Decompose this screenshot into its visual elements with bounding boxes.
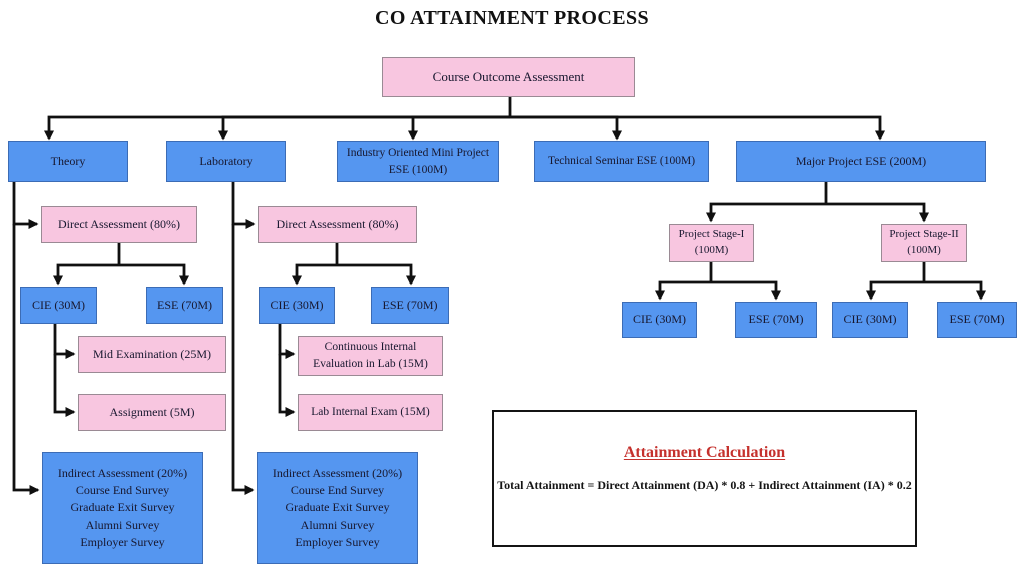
node-laboratory: Laboratory (166, 141, 286, 182)
node-mid-examination: Mid Examination (25M) (78, 336, 226, 373)
lab-indirect-line2: Course End Survey (290, 482, 385, 497)
theory-indirect-line5: Employer Survey (80, 535, 165, 550)
node-stage1-ese: ESE (70M) (735, 302, 817, 338)
node-stage1-cie: CIE (30M) (622, 302, 697, 338)
node-major-project: Major Project ESE (200M) (736, 141, 986, 182)
node-theory-cie: CIE (30M) (20, 287, 97, 324)
lab-indirect-line4: Alumni Survey (300, 517, 375, 532)
mini-project-line2: ESE (100M) (388, 163, 448, 176)
theory-indirect-line4: Alumni Survey (85, 517, 160, 532)
lab-indirect-line5: Employer Survey (295, 535, 380, 550)
connector-lines (12, 97, 986, 495)
stage1-line1: Project Stage-I (678, 228, 745, 241)
node-lab-ese: ESE (70M) (371, 287, 449, 324)
theory-indirect-line3: Graduate Exit Survey (70, 500, 175, 515)
node-theory: Theory (8, 141, 128, 182)
node-project-stage1: Project Stage-I (100M) (669, 224, 754, 262)
theory-indirect-line2: Course End Survey (75, 482, 170, 497)
lab-indirect-line1: Indirect Assessment (20%) (272, 465, 403, 480)
node-lab-direct-assessment: Direct Assessment (80%) (258, 206, 417, 243)
stage1-line2: (100M) (694, 244, 729, 256)
node-stage2-ese: ESE (70M) (937, 302, 1017, 338)
node-technical-seminar: Technical Seminar ESE (100M) (534, 141, 709, 182)
continuous-internal-line2: Evaluation in Lab (15M) (313, 358, 428, 370)
attainment-formula: Total Attainment = Direct Attainment (DA… (497, 478, 912, 492)
node-lab-internal-exam: Lab Internal Exam (15M) (298, 394, 443, 431)
node-course-outcome-assessment: Course Outcome Assessment (382, 57, 635, 97)
node-mini-project: Industry Oriented Mini Project ESE (100M… (337, 141, 499, 182)
node-assignment: Assignment (5M) (78, 394, 226, 431)
theory-indirect-line1: Indirect Assessment (20%) (57, 465, 188, 480)
node-continuous-internal-evaluation: Continuous Internal Evaluation in Lab (1… (298, 336, 443, 376)
stage2-line1: Project Stage-II (889, 228, 959, 241)
page-title: CO ATTAINMENT PROCESS (374, 7, 649, 29)
continuous-internal-line1: Continuous Internal (324, 341, 417, 354)
node-lab-cie: CIE (30M) (259, 287, 335, 324)
attainment-calculation-box: Attainment Calculation Total Attainment … (492, 410, 917, 547)
node-theory-direct-assessment: Direct Assessment (80%) (41, 206, 197, 243)
node-theory-indirect-assessment: Indirect Assessment (20%) Course End Sur… (42, 452, 203, 564)
node-lab-indirect-assessment: Indirect Assessment (20%) Course End Sur… (257, 452, 418, 564)
node-stage2-cie: CIE (30M) (832, 302, 908, 338)
attainment-calculation-title: Attainment Calculation (623, 444, 786, 461)
node-theory-ese: ESE (70M) (146, 287, 223, 324)
stage2-line2: (100M) (907, 244, 941, 256)
node-project-stage2: Project Stage-II (100M) (881, 224, 967, 262)
lab-indirect-line3: Graduate Exit Survey (285, 500, 390, 515)
mini-project-line1: Industry Oriented Mini Project (346, 146, 490, 159)
